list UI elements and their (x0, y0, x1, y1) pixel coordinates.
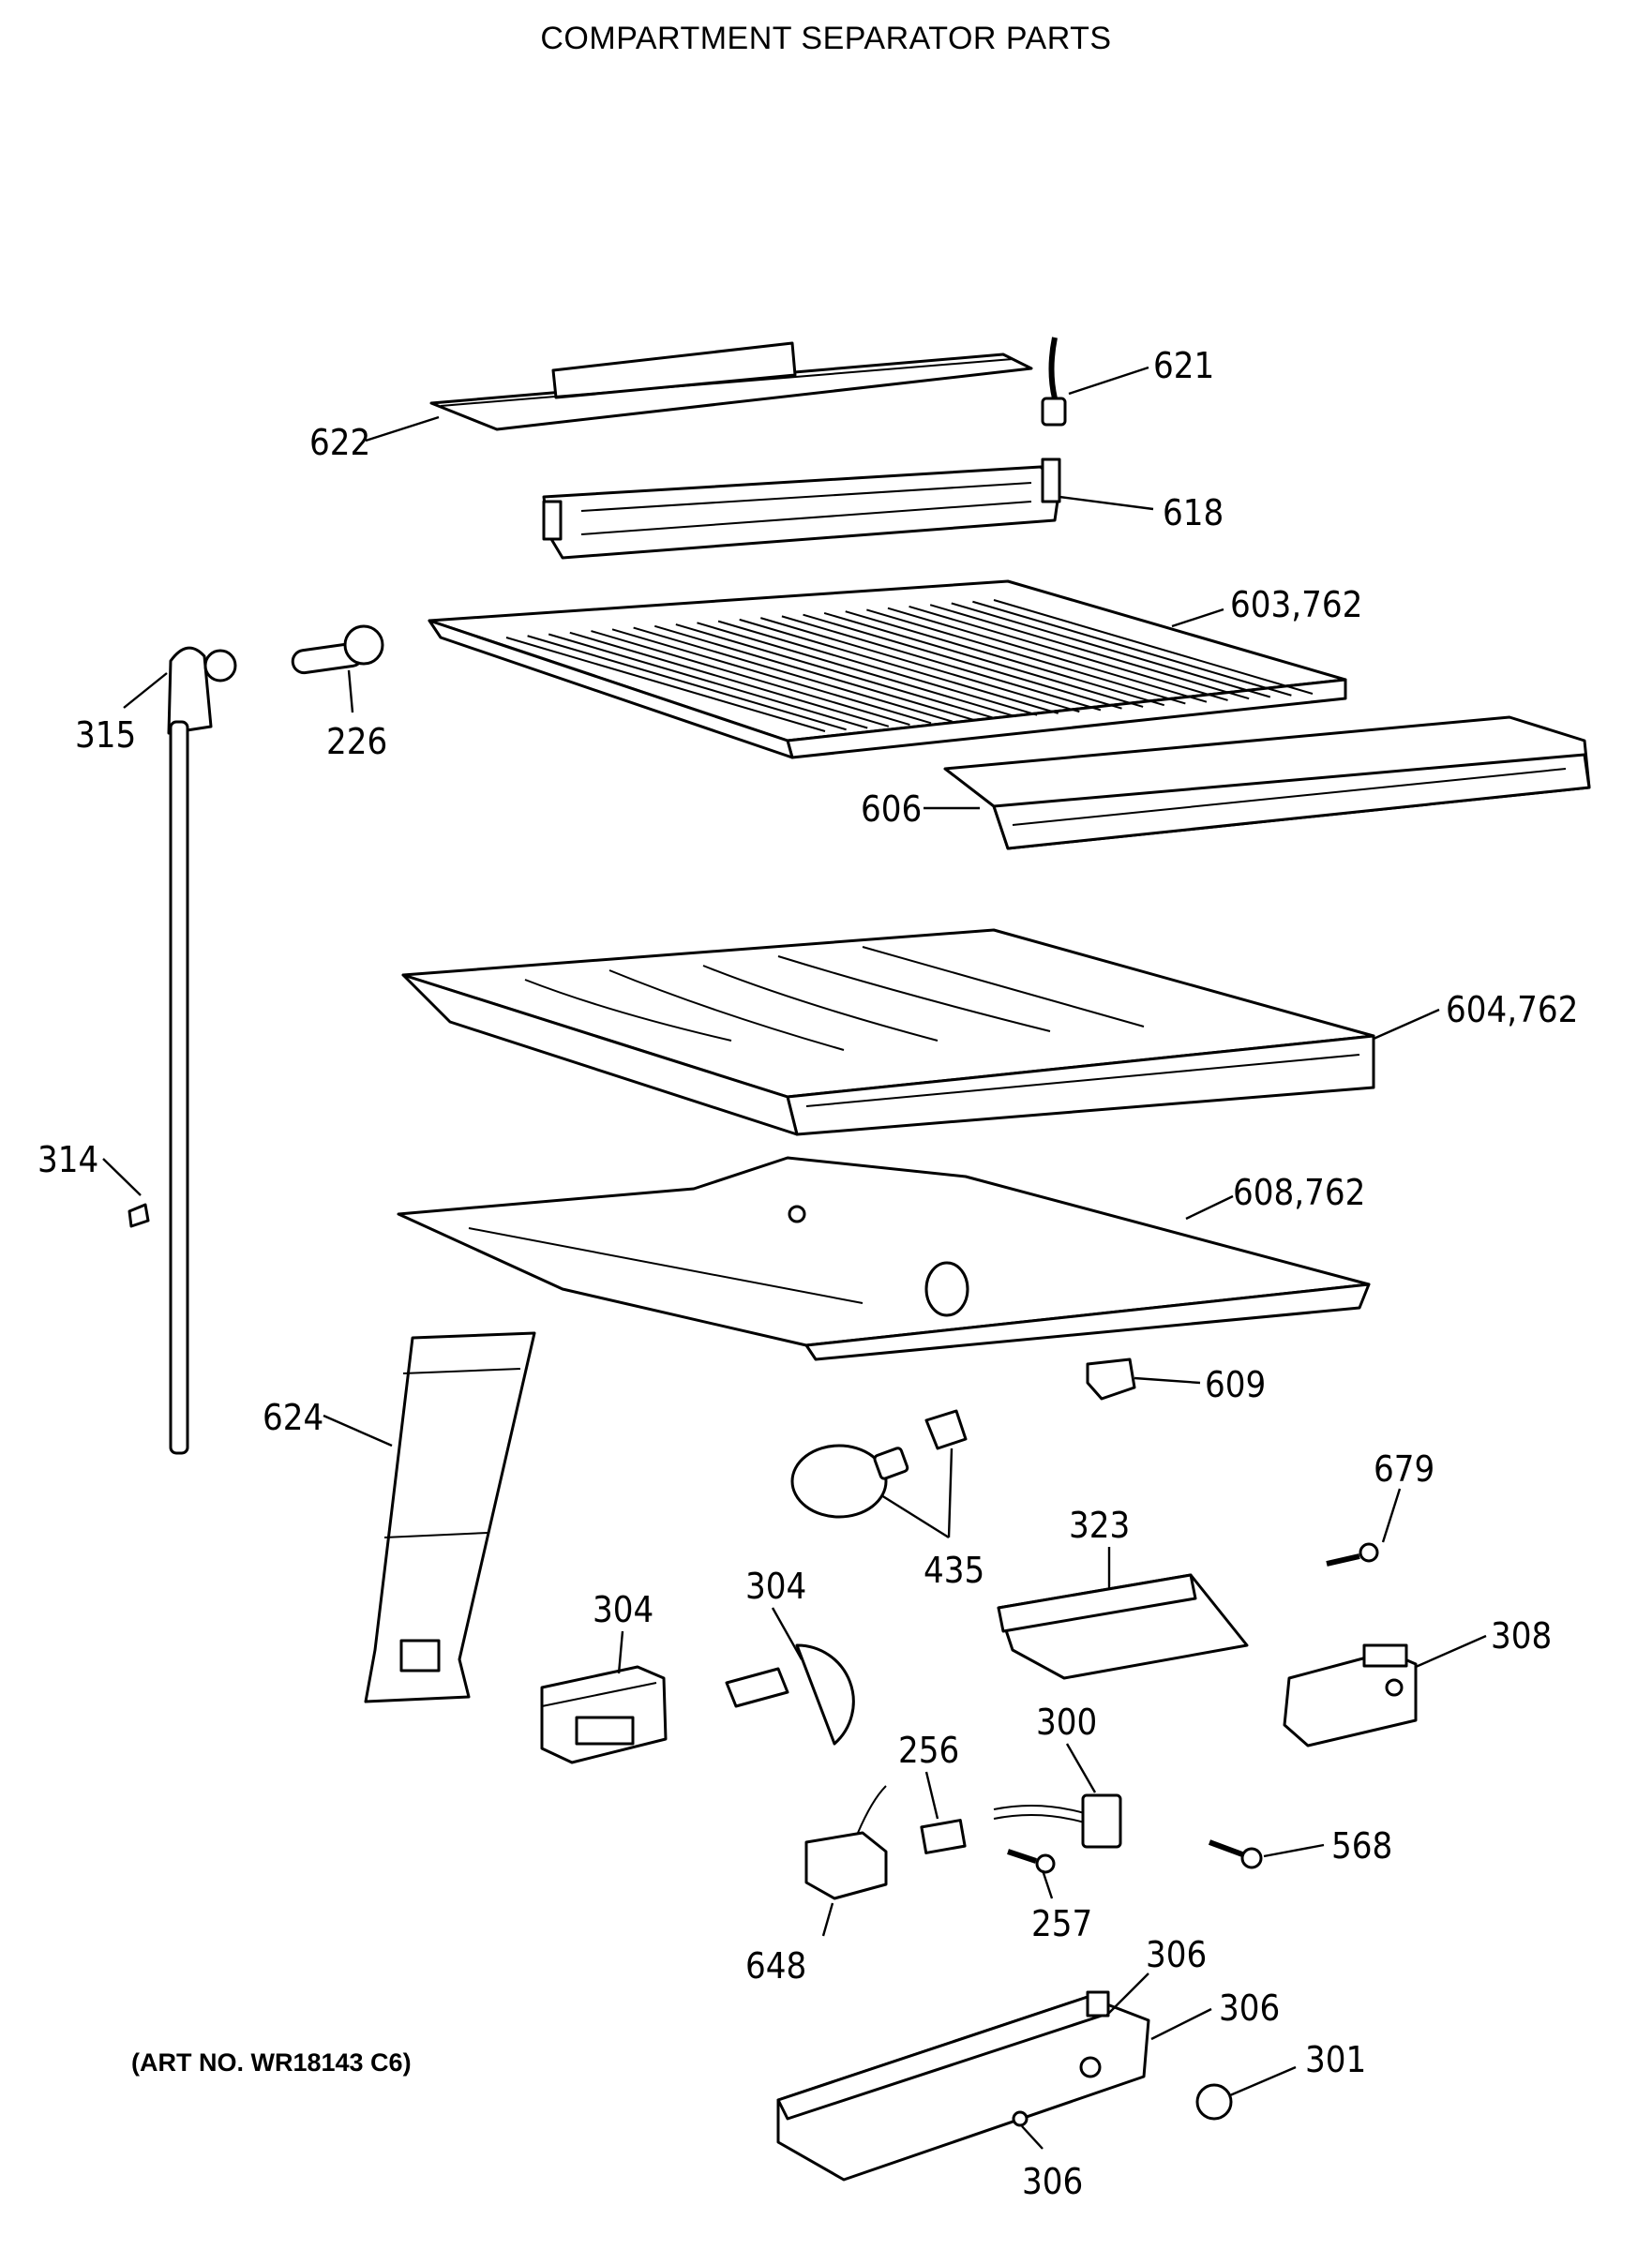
callout-621: 621 (1153, 345, 1214, 386)
shelf-rib (993, 599, 1314, 695)
callout-314: 314 (38, 1139, 98, 1180)
callout-301: 301 (1305, 2039, 1366, 2080)
part-622-cover (429, 341, 1033, 431)
part-621-wire (1041, 337, 1067, 427)
callout-624: 624 (263, 1397, 323, 1438)
shelf-rib (887, 607, 1208, 703)
callout-304-dial: 304 (745, 1566, 806, 1607)
shelf-rib (739, 618, 1059, 714)
shelf-rib (929, 604, 1250, 700)
part-609-clip (1086, 1358, 1136, 1401)
shelf-rib (717, 620, 1038, 716)
shelf-rib (527, 635, 847, 731)
callout-304-box: 304 (593, 1589, 653, 1630)
leader-lines (102, 366, 1487, 2150)
shelf-rib (633, 626, 953, 723)
part-304-box (540, 1665, 668, 1764)
shelf-rib (909, 605, 1228, 701)
callout-256: 256 (898, 1730, 959, 1771)
callout-648: 648 (745, 1945, 806, 1987)
part-603-shelf (428, 579, 1347, 759)
part-256-switch (920, 1819, 967, 1854)
shelf-rib (845, 610, 1165, 707)
part-257-screw (1007, 1849, 1056, 1874)
part-323-housing (997, 1573, 1249, 1680)
callout-609: 609 (1205, 1364, 1266, 1405)
part-226-pin (291, 624, 384, 675)
part-604-separator (401, 928, 1375, 1136)
art-number: (ART NO. WR18143 C6) (131, 2048, 412, 2077)
callout-568: 568 (1331, 1825, 1392, 1867)
callout-323: 323 (1069, 1505, 1130, 1546)
part-618-rail (542, 458, 1061, 560)
callout-226: 226 (326, 721, 387, 762)
diagram-title: COMPARTMENT SEPARATOR PARTS (540, 21, 1112, 56)
callout-306-bottom: 306 (1022, 2161, 1083, 2202)
shelf-rib (611, 628, 932, 725)
shelf-rib (675, 623, 996, 720)
shelf-rib (823, 611, 1144, 708)
shelf-rib (548, 633, 868, 729)
part-568-screw (1208, 1839, 1263, 1869)
shelf-rib (569, 631, 890, 728)
callout-606: 606 (861, 788, 922, 830)
shelf-rib (697, 622, 1016, 718)
part-315-bracket (167, 646, 237, 735)
part-435-bulb (790, 1409, 968, 1519)
part-301-knob (1195, 2083, 1233, 2121)
callout-679: 679 (1374, 1448, 1434, 1490)
shelf-rib (781, 615, 1102, 712)
callout-308: 308 (1491, 1615, 1552, 1657)
part-679-screw (1326, 1542, 1379, 1567)
callout-306-mid: 306 (1219, 1988, 1280, 2029)
part-300-switch (993, 1793, 1122, 1849)
part-624-duct (364, 1331, 536, 1703)
callout-257: 257 (1031, 1903, 1092, 1944)
callouts: 621 622 618 603,762 315 226 606 604,762 … (38, 345, 1578, 2202)
callout-300: 300 (1036, 1702, 1097, 1743)
callout-604: 604,762 (1446, 989, 1578, 1030)
shelf-rib (760, 617, 1080, 713)
shelf-rib (653, 624, 974, 721)
part-608-tray (397, 1156, 1371, 1361)
callout-306-top: 306 (1146, 1934, 1207, 1975)
callout-603: 603,762 (1230, 584, 1362, 625)
shelf-rib (972, 600, 1292, 697)
callout-618: 618 (1163, 492, 1224, 533)
part-308-bracket (1283, 1643, 1418, 1748)
part-306-bracket (776, 1990, 1150, 2182)
shelf-rib (591, 630, 910, 727)
part-648-motor (804, 1785, 888, 1900)
part-606-trim (943, 715, 1591, 850)
callout-315: 315 (75, 714, 136, 756)
callout-622: 622 (309, 422, 370, 463)
callout-608: 608,762 (1233, 1172, 1365, 1213)
callout-435: 435 (924, 1550, 984, 1591)
part-314-rod (128, 720, 189, 1455)
shelf-rib (951, 602, 1271, 698)
part-304-dial (725, 1643, 855, 1746)
shelf-rib (505, 637, 826, 732)
shelf-rib (803, 613, 1122, 710)
shelf-rib (866, 608, 1186, 705)
